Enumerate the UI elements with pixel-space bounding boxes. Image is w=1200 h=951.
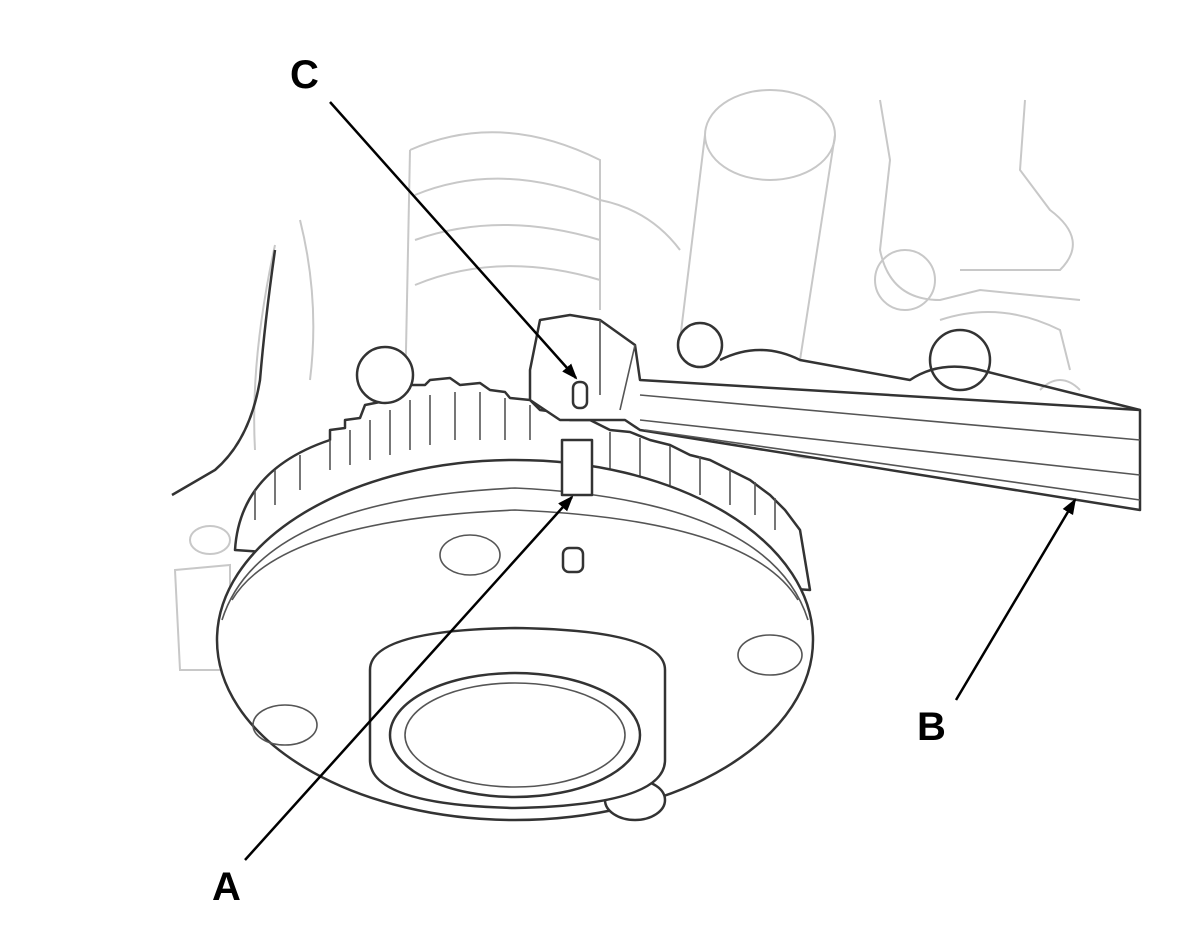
leader-c [329,101,578,380]
label-b: B [917,705,946,749]
label-c: C [290,53,319,97]
leader-a [244,495,574,861]
camshaft-sprocket [215,376,815,822]
wrench [528,313,1142,512]
boss-left [355,345,415,405]
label-a: A [212,865,241,909]
engine-edge [171,249,277,497]
boss-mid [676,321,724,369]
leader-b [954,498,1077,701]
boss-right [928,328,992,392]
